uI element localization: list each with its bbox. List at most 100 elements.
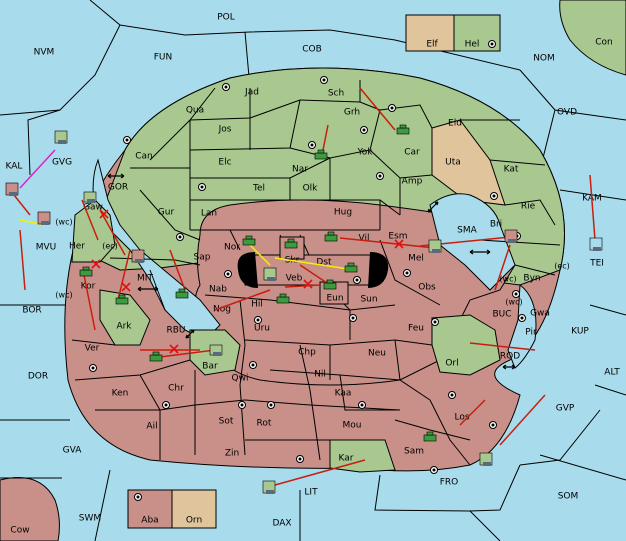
army-unit[interactable] [115,294,129,305]
label-nab[interactable]: Nab [209,285,227,295]
label-jos[interactable]: Jos [218,125,232,135]
label-amp[interactable]: Amp [402,177,423,187]
label-sot[interactable]: Sot [219,417,234,427]
label-mit[interactable]: MIT [137,274,153,284]
label-jad[interactable]: Jad [244,88,259,98]
label-nog[interactable]: Nog [213,305,231,315]
label-car[interactable]: Car [404,148,420,158]
label-bar[interactable]: Bar [202,362,218,372]
label-fun[interactable]: FUN [154,53,173,63]
label-feu[interactable]: Feu [408,324,424,334]
army-unit[interactable] [276,293,290,304]
label-can[interactable]: Can [135,152,153,162]
label-chp[interactable]: Chp [298,348,316,358]
label-kat[interactable]: Kat [504,165,519,175]
label-vil[interactable]: Vil [359,234,370,244]
army-unit[interactable] [323,279,337,290]
label-tel[interactable]: Tel [252,184,265,194]
label-swm[interactable]: SWM [79,514,101,524]
label-dax[interactable]: DAX [272,519,291,529]
fleet-unit[interactable] [131,249,145,263]
label-eld[interactable]: Eld [448,119,462,129]
label-sch[interactable]: Sch [328,89,344,99]
label-orl[interactable]: Orl [445,359,458,369]
label-obs[interactable]: Obs [418,283,436,293]
label-bri[interactable]: Bri [490,220,502,230]
label-mou[interactable]: Mou [343,421,362,431]
army-unit[interactable] [396,124,410,135]
label-rot[interactable]: Rot [257,419,272,429]
label-kaa[interactable]: Kaa [335,389,352,399]
army-unit[interactable] [175,288,189,299]
label-cow[interactable]: Cow [10,526,29,536]
label-gor[interactable]: GOR [108,183,128,193]
label-lit[interactable]: LIT [304,488,318,498]
label-yok[interactable]: Yok [356,148,373,158]
label-gva[interactable]: GVA [63,446,83,456]
army-unit[interactable] [423,431,437,442]
label-ail[interactable]: Ail [146,422,157,432]
label-lan[interactable]: Lan [201,209,217,219]
fleet-unit[interactable] [5,182,19,196]
label-buc[interactable]: BUC [492,310,511,320]
fleet-unit[interactable] [504,229,518,243]
fleet-unit[interactable] [479,452,493,466]
label-sma[interactable]: SMA [457,226,477,236]
label-gaw[interactable]: Gaw [83,203,103,213]
label-qua[interactable]: Qua [186,106,204,116]
fleet-unit[interactable] [262,480,276,494]
label-ken[interactable]: Ken [112,389,129,399]
fleet-unit[interactable] [209,344,223,356]
fleet-unit[interactable] [263,267,277,281]
label-rie[interactable]: Rie [521,202,536,212]
label-nil[interactable]: Nil [314,370,326,380]
sea-sma[interactable] [429,193,516,291]
label-gvp[interactable]: GVP [556,404,575,414]
label-veb[interactable]: Veb [286,274,303,284]
label-byn[interactable]: Byn [523,274,540,284]
label-dst[interactable]: Dst [316,258,332,268]
label-rbu[interactable]: RBU [166,326,185,336]
label-esm[interactable]: Esm [388,232,407,242]
label-nor[interactable]: Nor [224,243,240,253]
label-her[interactable]: Her [69,242,85,252]
label-kup[interactable]: KUP [571,327,589,337]
army-unit[interactable] [324,231,338,242]
label-tei[interactable]: TEI [589,259,604,269]
label-grh[interactable]: Grh [344,108,360,118]
label-pir[interactable]: Pir [525,328,537,338]
label-zin[interactable]: Zin [225,449,239,459]
label-nar[interactable]: Nar [292,165,308,175]
label-uta[interactable]: Uta [445,158,461,168]
label-hil[interactable]: Hil [251,300,263,310]
label-elc[interactable]: Elc [218,158,231,168]
label-rod[interactable]: ROD [500,352,520,362]
label-eun[interactable]: Eun [326,294,343,304]
region-kar[interactable] [329,439,396,473]
label-alt[interactable]: ALT [604,368,620,378]
label-ark[interactable]: Ark [116,322,132,332]
label-gwa[interactable]: Gwa [530,309,550,319]
label-kar[interactable]: Kar [339,454,354,464]
label-cob[interactable]: COB [302,45,322,55]
fleet-unit[interactable] [54,130,68,144]
fleet-unit[interactable] [428,239,442,253]
label-ver[interactable]: Ver [85,344,100,354]
label-los[interactable]: Los [454,413,469,423]
label-neu[interactable]: Neu [368,349,386,359]
army-unit[interactable] [314,149,328,160]
label-qwi[interactable]: Qwi [232,374,249,384]
region-con[interactable] [559,0,626,76]
fleet-unit[interactable] [83,191,97,203]
label-fro[interactable]: FRO [440,478,459,488]
label-bor[interactable]: BOR [22,306,41,316]
label-mel[interactable]: Mel [408,254,424,264]
label-gvg[interactable]: GVG [52,158,72,168]
label-nom[interactable]: NOM [533,54,555,64]
label-dor[interactable]: DOR [28,372,48,382]
region-orl[interactable] [431,314,501,376]
label-sap[interactable]: Sap [194,253,211,263]
label-kor[interactable]: Kor [81,282,96,292]
label-con[interactable]: Con [595,38,613,48]
fleet-unit[interactable] [589,237,603,251]
